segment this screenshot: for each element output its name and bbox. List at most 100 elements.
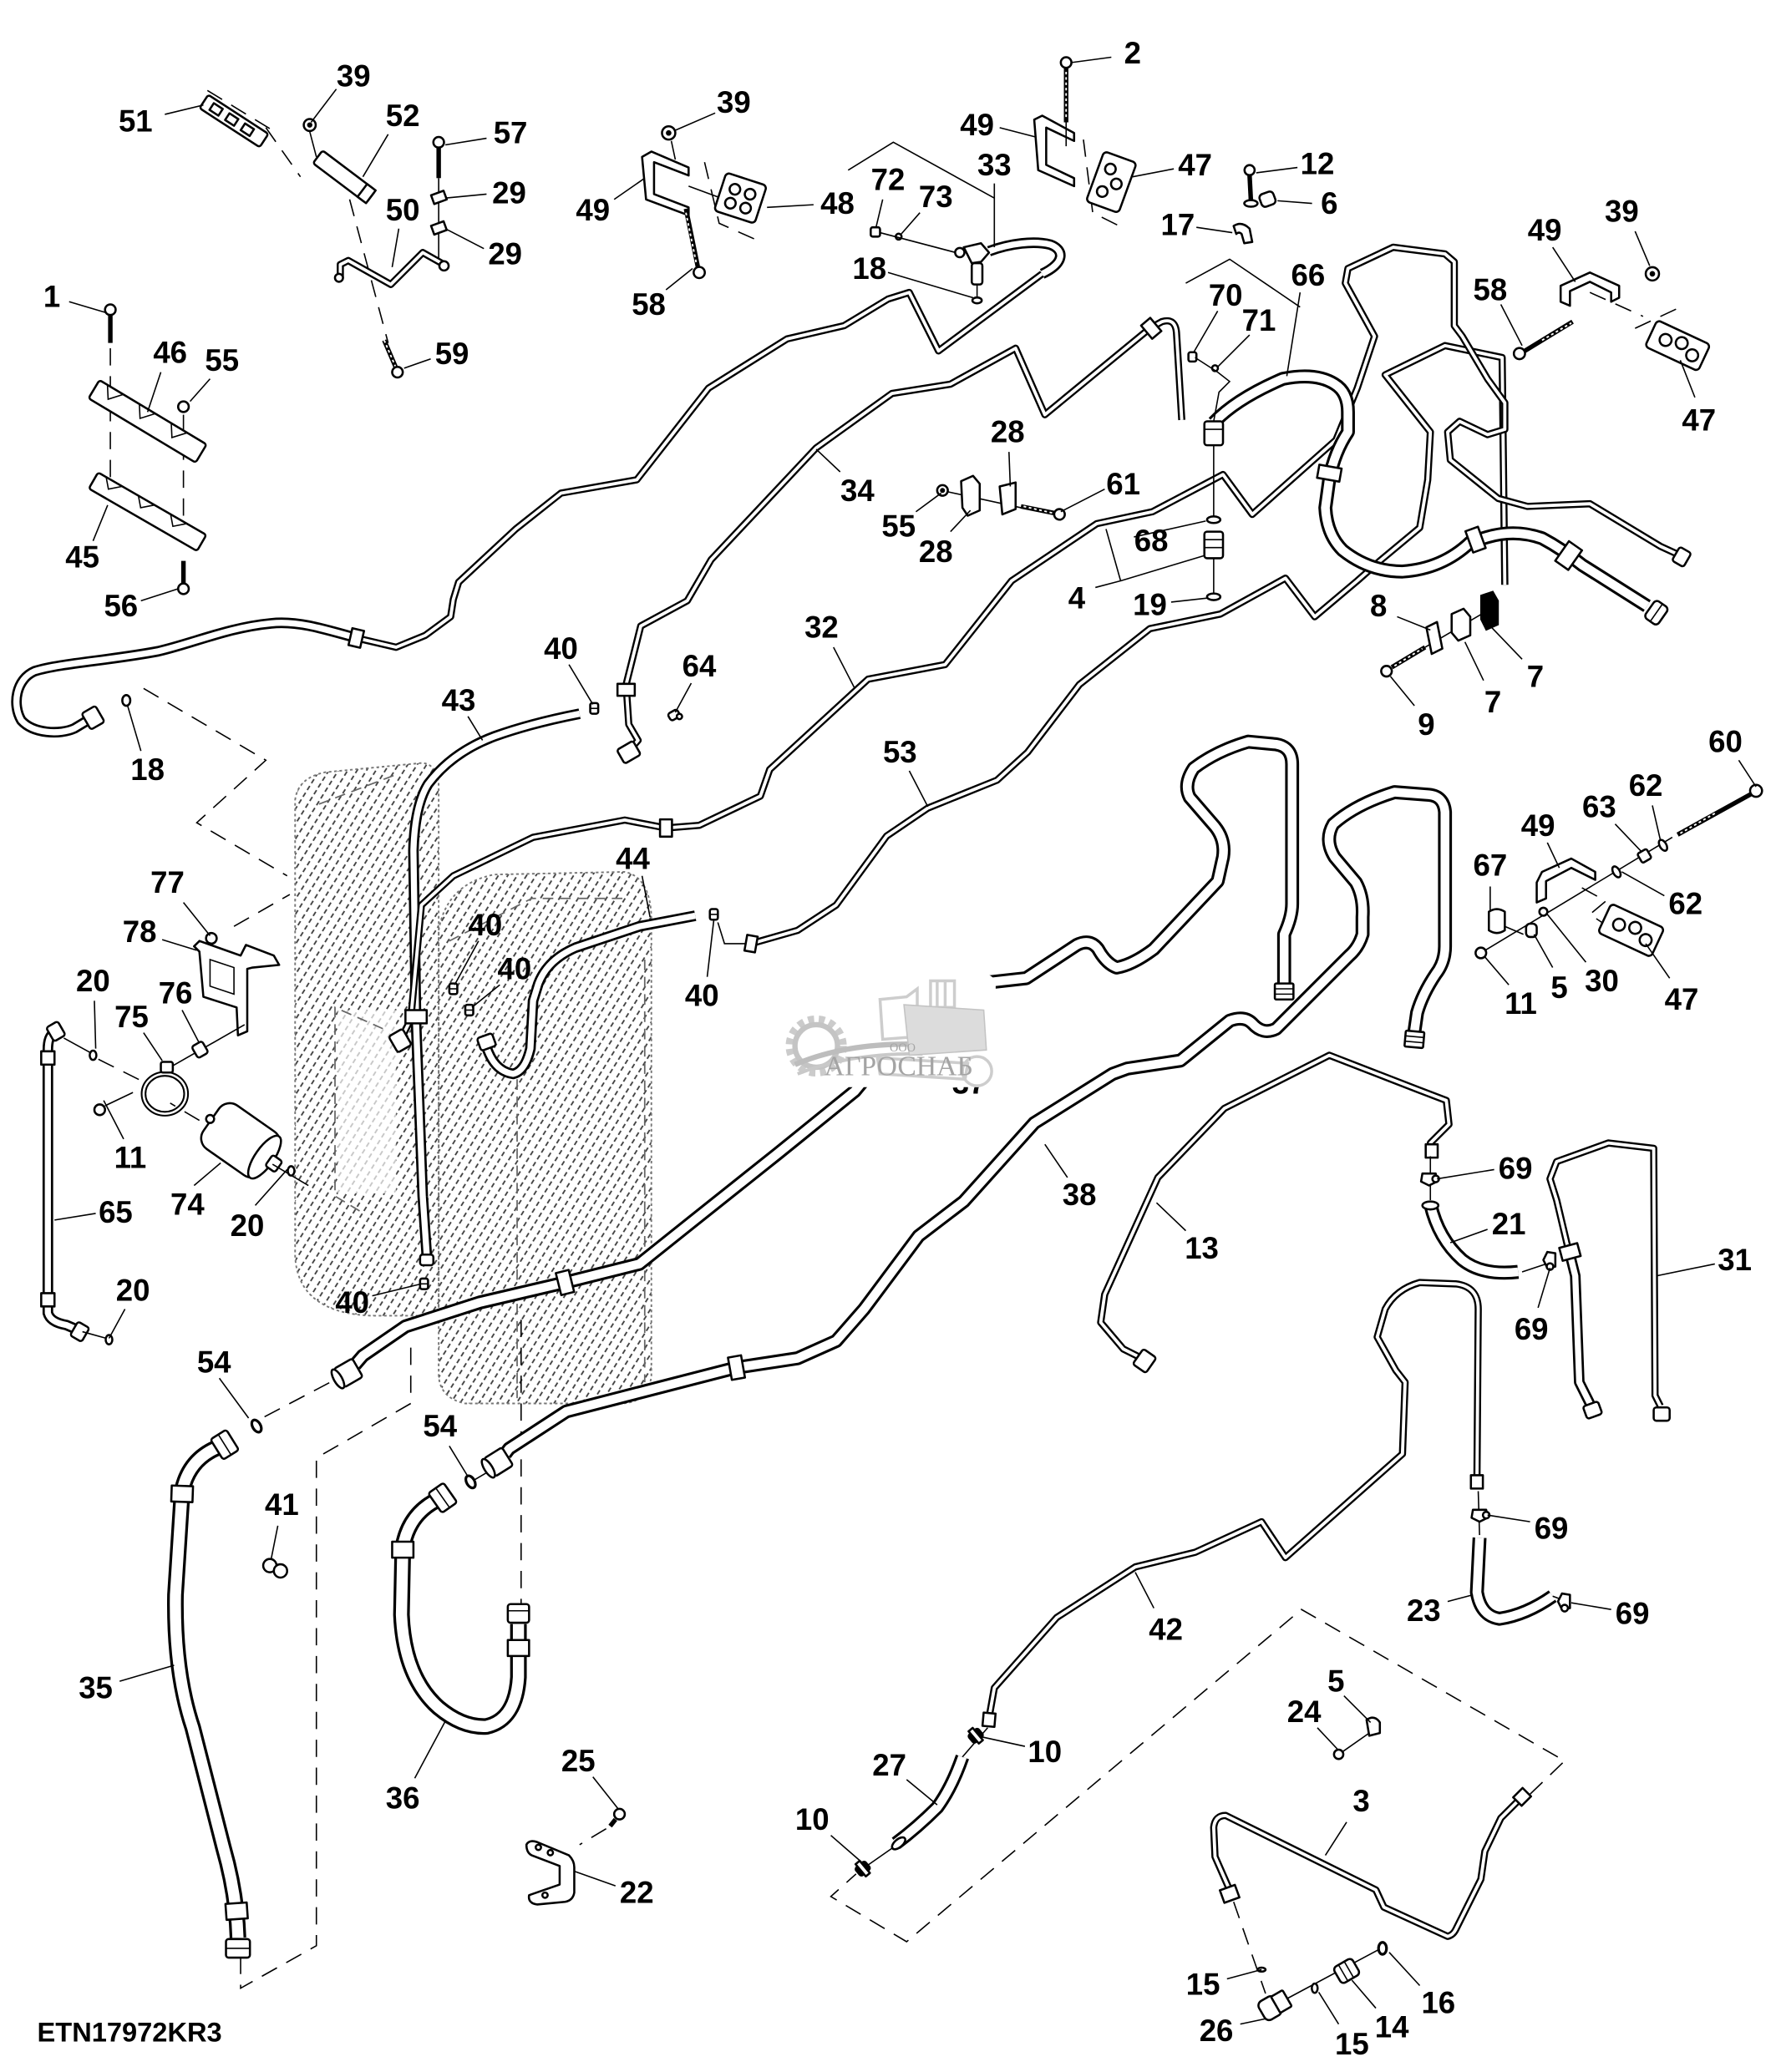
leader-line xyxy=(1621,871,1665,897)
callout-label: 4 xyxy=(1068,581,1086,616)
callout-label: 1 xyxy=(43,279,60,313)
bracket-hole xyxy=(540,1891,549,1899)
lower-hardware xyxy=(250,1156,1571,2022)
alignment-line xyxy=(1083,139,1125,230)
hose-clip-40 xyxy=(448,982,459,995)
hex-nut xyxy=(388,1028,412,1053)
callout-label: 45 xyxy=(65,540,99,574)
thread-body xyxy=(1403,1029,1426,1050)
fitting-face xyxy=(480,1457,496,1479)
callout-label: 49 xyxy=(1521,808,1555,843)
leader-line xyxy=(372,1283,422,1297)
right-clamp-assembly xyxy=(1474,783,1763,960)
leader-line xyxy=(92,504,109,542)
assembly-line xyxy=(170,1024,246,1068)
clamp-block-46 xyxy=(88,379,207,464)
leader-line xyxy=(1343,1695,1372,1723)
callout-label: 65 xyxy=(99,1195,133,1229)
leader-line xyxy=(1614,823,1642,853)
header xyxy=(875,1056,970,1082)
sleeve xyxy=(1316,464,1343,484)
bolt-head-icon xyxy=(1380,665,1393,678)
callout-label: 71 xyxy=(1242,303,1276,337)
assembly-line xyxy=(1342,1732,1370,1753)
callout-label: 14 xyxy=(1375,2009,1409,2044)
callout-label: 47 xyxy=(1178,148,1212,182)
spacer-6-icon xyxy=(1258,190,1277,208)
block-slot xyxy=(208,102,224,117)
clamp-block-51 xyxy=(199,94,269,148)
hose-clip-40 xyxy=(589,702,600,715)
leader-line xyxy=(189,378,211,403)
leader-line xyxy=(103,1100,124,1140)
swivel-nut xyxy=(210,1429,240,1460)
callout-label: 19 xyxy=(1133,588,1167,622)
callout-label: 20 xyxy=(116,1274,150,1308)
clip-5-icon xyxy=(1525,922,1538,939)
clip-28-icon xyxy=(960,474,982,517)
nut-body xyxy=(506,1603,530,1624)
sleeve xyxy=(1554,540,1584,571)
assembly-bracket-line xyxy=(1185,258,1301,308)
callout-label: 69 xyxy=(1515,1312,1549,1346)
bracket-49-icon xyxy=(1033,114,1076,188)
alignment-line xyxy=(473,1467,496,1482)
leader-line xyxy=(1317,1727,1338,1750)
o-ring-54-icon xyxy=(250,1418,263,1434)
callout-label: 20 xyxy=(76,964,110,998)
callout-label: 17 xyxy=(1161,208,1195,242)
bolt-head-icon xyxy=(1243,164,1256,177)
bolt-head-icon xyxy=(1512,347,1526,361)
callout-label: 61 xyxy=(1106,467,1140,501)
bracket-hole xyxy=(546,1848,555,1857)
clamp-block-45 xyxy=(89,472,207,551)
callout-label: 25 xyxy=(561,1744,596,1778)
callout-label: 6 xyxy=(1321,186,1337,220)
callout-label: 59 xyxy=(435,337,469,371)
clamp-screw xyxy=(967,1726,984,1745)
callout-label: 20 xyxy=(231,1208,265,1243)
cap-41-icon xyxy=(272,1563,288,1579)
leader-line xyxy=(1132,168,1175,178)
clamp-block-48 xyxy=(713,172,767,224)
callout-label: 49 xyxy=(576,193,610,227)
callout-label: 49 xyxy=(960,108,994,142)
leader-line xyxy=(950,509,972,533)
leader-line xyxy=(454,940,480,985)
radiator-inner-outline xyxy=(334,1006,383,1213)
callout-label: 68 xyxy=(1134,524,1169,558)
callout-label: 62 xyxy=(1629,768,1663,803)
leader-line xyxy=(1196,226,1233,234)
leader-line xyxy=(574,1870,617,1887)
leader-line xyxy=(1351,1979,1377,2009)
leader-line xyxy=(1060,488,1105,513)
fitting-edge xyxy=(1337,1964,1349,1982)
callout-label: 64 xyxy=(682,649,717,683)
callout-label: 16 xyxy=(1421,1986,1455,2020)
swivel-nut xyxy=(428,1482,458,1513)
swoosh-icon xyxy=(797,1051,923,1076)
nut-edge xyxy=(435,1487,450,1508)
leader-line xyxy=(982,1736,1026,1747)
bracket-49-icon xyxy=(641,150,690,217)
block-bore xyxy=(738,201,753,215)
block-bore xyxy=(1658,332,1673,347)
leader-line xyxy=(471,984,500,1008)
tee-port-icon xyxy=(954,246,966,259)
hose-clamp-69 xyxy=(1542,1250,1557,1271)
leader-line xyxy=(592,1776,619,1810)
thread-body xyxy=(1273,982,1295,1001)
clamp-screw xyxy=(854,1859,871,1878)
leader-line xyxy=(1256,166,1298,174)
leader-line xyxy=(54,1213,96,1221)
leader-line xyxy=(1537,1267,1551,1309)
body xyxy=(903,1004,987,1056)
radiator-right-panel xyxy=(438,871,652,1405)
callout-label: 7 xyxy=(1527,660,1544,694)
hex-nut xyxy=(1132,1348,1157,1374)
end-fitting xyxy=(480,1446,514,1479)
clip-28-icon xyxy=(998,481,1017,516)
block-grooves xyxy=(105,477,187,528)
washer-icon xyxy=(1538,906,1549,917)
leader-line xyxy=(1484,956,1510,985)
